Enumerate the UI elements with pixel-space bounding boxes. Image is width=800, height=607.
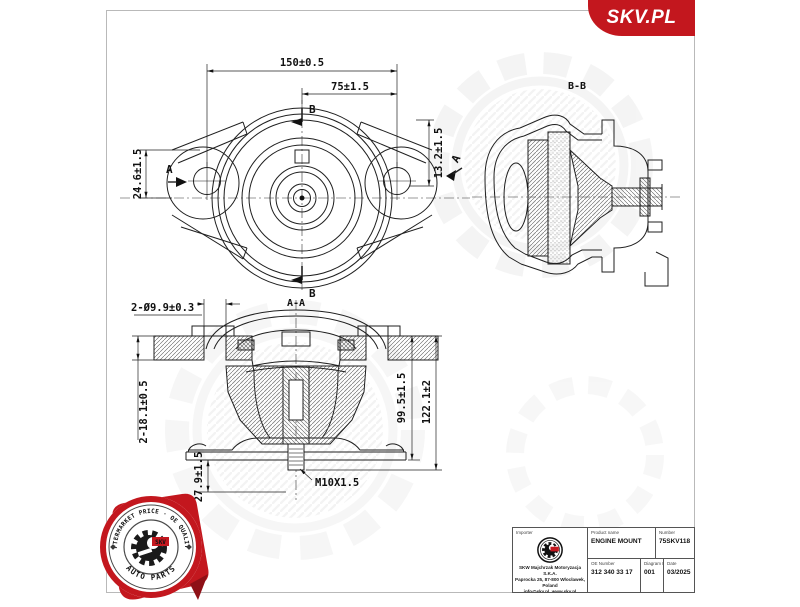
product-label: Product name xyxy=(591,530,620,535)
brand-logo-text: SKV.PL xyxy=(606,7,677,28)
title-block-date-cell: Date 03/2025 xyxy=(664,559,694,592)
title-block-number-cell: Number 75SKV118 xyxy=(656,528,694,559)
brand-banner: SKV.PL xyxy=(588,0,695,36)
section-bb-view xyxy=(472,114,682,287)
quality-stamp: AFTERMARKET PRICE · OE QUALITY AUTO PART… xyxy=(92,485,214,602)
dim-half-width: 75±1.5 xyxy=(331,81,369,93)
number-value: 75SKV118 xyxy=(659,538,691,545)
oe-value: 312 340 33 17 xyxy=(591,569,633,576)
watermark-gears xyxy=(165,52,664,560)
section-b-bottom-label: B xyxy=(309,287,316,300)
importer-gear-logo-icon xyxy=(537,537,563,563)
importer-label: Importer xyxy=(516,530,533,535)
quality-stamp-badge: AFTERMARKET PRICE · OE QUALITY AUTO PART… xyxy=(92,485,209,600)
date-label: Date xyxy=(667,561,677,566)
dim-hole-diameter: 2-Ø9.9±0.3 xyxy=(131,302,194,314)
company-line2: Paprocka 25, 87-800 Włocławek, Poland xyxy=(515,576,585,588)
date-value: 03/2025 xyxy=(667,569,691,576)
oe-label: OE Number xyxy=(591,561,615,566)
dim-plate-thickness: 2-18.1±0.5 xyxy=(138,380,150,443)
dim-thread: M10X1.5 xyxy=(315,477,359,489)
title-block-importer-cell: Importer SKW Majchrzak Motoryzacja S.K.A… xyxy=(513,528,588,592)
plan-dimension-texts: 150±0.5 75±1.5 24.6±1.5 13.2±1.5 B B A A xyxy=(132,57,464,300)
title-block-diagram-cell: Diagram No 001 xyxy=(641,559,664,592)
plan-dimensions xyxy=(140,64,463,284)
dim-body-height: 99.5±1.5 xyxy=(396,373,408,424)
section-b-top-label: B xyxy=(309,103,316,116)
title-block-oe-cell: OE Number 312 340 33 17 xyxy=(588,559,641,592)
dim-total-height: 122.1±2 xyxy=(421,380,433,424)
sheet-border xyxy=(106,10,695,593)
section-aa-texts: A-A 2-Ø9.9±0.3 2-18.1±0.5 99.5±1.5 122.1… xyxy=(131,298,433,502)
stamp-gear-icon: SKV xyxy=(131,530,169,566)
product-value: ENGINE MOUNT xyxy=(591,538,642,545)
dim-top-offset: 13.2±1.5 xyxy=(433,128,445,179)
section-a-left-label: A xyxy=(166,163,173,176)
company-line3: info@skv.pl, www.skv.pl xyxy=(523,588,577,592)
dim-ear-height: 24.6±1.5 xyxy=(132,149,144,200)
title-block: Importer SKW Majchrzak Motoryzacja S.K.A… xyxy=(512,527,695,593)
section-aa-dimensions xyxy=(132,299,442,493)
stamp-ribbon-fold xyxy=(190,574,208,600)
diagram-label: Diagram No xyxy=(644,561,663,566)
importer-logo xyxy=(513,536,587,564)
title-block-product-cell: Product name ENGINE MOUNT xyxy=(588,528,656,559)
diagram-value: 001 xyxy=(644,569,655,576)
dim-bottom-offset: 27.9±1.5 xyxy=(193,452,205,503)
section-bb-label: B-B xyxy=(568,81,586,92)
number-label: Number xyxy=(659,530,676,535)
company-line1: SKW Majchrzak Motoryzacja S.K.A. xyxy=(518,565,582,576)
dim-total-width: 150±0.5 xyxy=(280,57,324,69)
plan-view xyxy=(120,100,470,292)
stamp-badge-text: SKV xyxy=(155,539,166,546)
section-aa-label: A-A xyxy=(287,298,305,309)
